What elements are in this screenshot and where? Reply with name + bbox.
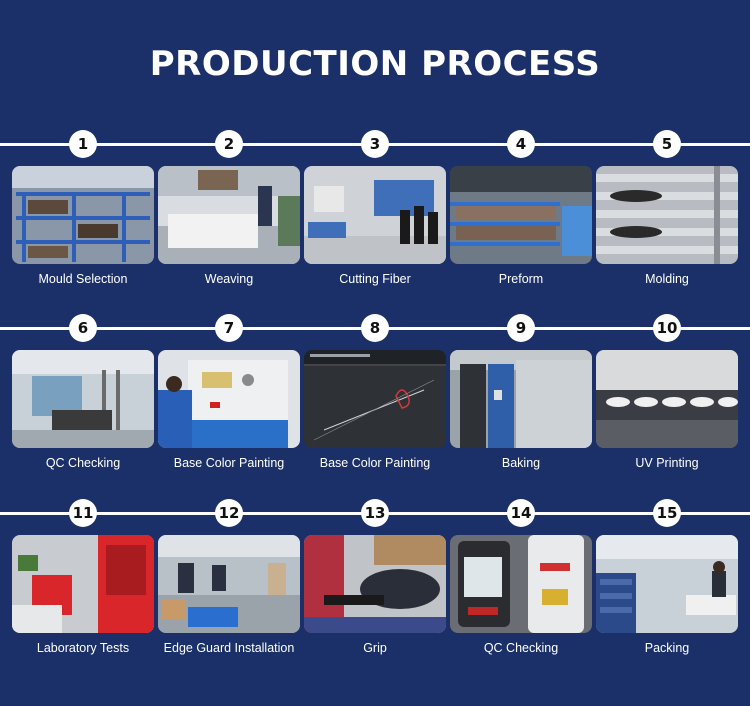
step-label: Base Color Painting [319,456,431,470]
step-label: Grip [363,641,387,655]
step-number: 1 [69,130,97,158]
step-number: 11 [69,499,97,527]
molding-photo [596,166,738,264]
edge-guard-installation-photo [158,535,300,633]
step-label: QC Checking [45,456,121,470]
step-label: Preform [498,272,544,286]
step-label: Laboratory Tests [36,641,130,655]
mould-selection-photo [12,166,154,264]
grip-photo [304,535,446,633]
step-number: 3 [361,130,389,158]
step-number: 14 [507,499,535,527]
step-number: 13 [361,499,389,527]
cad-drawing-photo [304,350,446,448]
step-number: 15 [653,499,681,527]
base-color-painting-photo [158,350,300,448]
qc-checking-photo [12,350,154,448]
step-label: Packing [644,641,690,655]
step-number: 2 [215,130,243,158]
qc-measuring-device-photo [450,535,592,633]
step-label: Mould Selection [38,272,128,286]
step-number: 6 [69,314,97,342]
laboratory-tests-photo [12,535,154,633]
step-label: QC Checking [483,641,559,655]
baking-photo [450,350,592,448]
step-label: Molding [645,272,689,286]
step-number: 5 [653,130,681,158]
step-number: 8 [361,314,389,342]
step-number: 9 [507,314,535,342]
step-label: Cutting Fiber [339,272,411,286]
step-number: 10 [653,314,681,342]
page-title: PRODUCTION PROCESS [149,44,601,84]
step-label: Edge Guard Installation [163,641,295,655]
cutting-fiber-photo [304,166,446,264]
step-number: 12 [215,499,243,527]
step-number: 4 [507,130,535,158]
step-label: Baking [501,456,541,470]
step-number: 7 [215,314,243,342]
step-label: UV Printing [635,456,699,470]
uv-printing-photo [596,350,738,448]
step-label: Base Color Painting [173,456,285,470]
weaving-photo [158,166,300,264]
packing-photo [596,535,738,633]
step-label: Weaving [204,272,254,286]
preform-photo [450,166,592,264]
